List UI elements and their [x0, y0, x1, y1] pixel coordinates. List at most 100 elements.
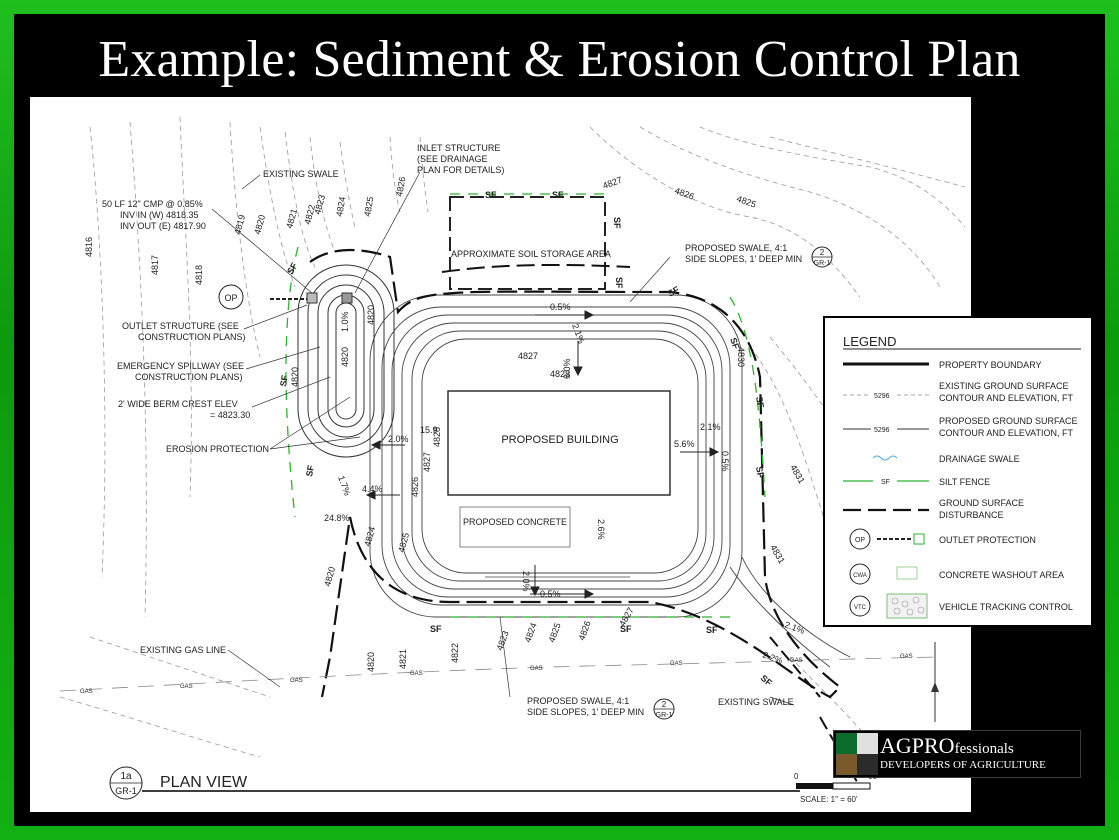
site-plan-drawing: PROPOSED BUILDING PROPOSED CONCRETE GAS …	[30, 97, 971, 812]
sf-label: SF	[754, 396, 766, 410]
sf-label: SF	[614, 277, 624, 289]
plan-view-title: 1a GR-1 PLAN VIEW	[109, 766, 800, 800]
slope-label: 5.6%	[674, 439, 695, 449]
proposed-concrete	[459, 506, 571, 548]
swale-top-label-1: PROPOSED SWALE, 4:1	[685, 243, 787, 253]
agprofessionals-logo: AGPROfessionals DEVELOPERS OF AGRICULTUR…	[833, 730, 1081, 778]
erosion-label: EROSION PROTECTION	[166, 444, 269, 454]
contour-label: 4821	[284, 208, 299, 230]
logo-tagline: DEVELOPERS OF AGRICULTURE	[880, 759, 1046, 771]
legend-code: OP	[855, 537, 865, 544]
sf-label: SF	[620, 624, 632, 634]
inlet-label-2: (SEE DRAINAGE	[417, 154, 488, 164]
pipe-label-3: INV OUT (E) 4817.90	[120, 221, 206, 231]
logo-square	[857, 754, 878, 775]
contour-label: 4821	[398, 649, 408, 669]
legend-code: SF	[881, 479, 890, 486]
gas-label: GAS	[290, 678, 303, 684]
slope-label: 2.0%	[388, 434, 409, 444]
contour-label: 4824	[334, 196, 347, 217]
sf-label: SF	[706, 625, 718, 635]
gas-line	[59, 656, 941, 692]
inlet-label-3: PLAN FOR DETAILS)	[417, 165, 504, 175]
swale-bottom-label-1: PROPOSED SWALE, 4:1	[527, 696, 629, 706]
contour-label: 4827	[422, 452, 432, 472]
outlet-label-2: CONSTRUCTION PLANS)	[138, 332, 246, 342]
legend-label: DRAINAGE SWALE	[939, 454, 1020, 464]
logo-brand-rest: fessionals	[954, 741, 1014, 757]
swale-top-label-2: SIDE SLOPES, 1' DEEP MIN	[685, 254, 802, 264]
berm-label-2: = 4823.30	[210, 410, 250, 420]
slope-label: 1.0%	[340, 311, 350, 332]
detail-tag-bottom: 2 GR-1	[653, 698, 675, 720]
detention-pond	[297, 264, 395, 458]
legend-code: 5296	[874, 393, 890, 400]
contour-label: 4825	[396, 532, 411, 554]
contour-label: 4825	[362, 196, 375, 217]
outlet-label-1: OUTLET STRUCTURE (SEE	[122, 321, 239, 331]
slope-label: 2.2%	[761, 649, 784, 665]
north-arrow-icon	[931, 642, 939, 722]
sf-label: SF	[754, 466, 766, 480]
contour-label: 4828	[550, 369, 570, 379]
spillway-label-2: CONSTRUCTION PLANS)	[135, 372, 243, 382]
callouts: EXISTING SWALE INLET STRUCTURE (SEE DRAI…	[102, 143, 802, 717]
pipe-label-1: 50 LF 12" CMP @ 0.85%	[102, 199, 203, 209]
contour-label: 4824	[362, 526, 377, 548]
detail-sheet: GR-1	[814, 260, 831, 267]
swale-bottom-label-2: SIDE SLOPES, 1' DEEP MIN	[527, 707, 644, 717]
contour-label: 4831	[788, 463, 807, 485]
sf-label: SF	[759, 673, 775, 688]
contour-label: 4830	[736, 347, 746, 367]
scale-zero: 0	[794, 772, 799, 781]
gas-line-label: EXISTING GAS LINE	[140, 645, 226, 655]
contour-label: 4826	[673, 185, 695, 201]
contour-label: 4820	[366, 305, 376, 325]
legend-label: OUTLET PROTECTION	[939, 535, 1036, 545]
gas-label: GAS	[530, 666, 543, 672]
slope-label: 1.7%	[336, 474, 352, 497]
logo-brand-caps: AGPRO	[880, 733, 955, 758]
detail-sheet: GR-1	[656, 712, 673, 719]
contour-label: 4819	[232, 214, 247, 236]
logo-wordmark: AGPROfessionals	[880, 734, 1014, 761]
legend-code: 5296	[874, 427, 890, 434]
legend-title: LEGEND	[843, 334, 896, 349]
plan-view-sheet: GR-1	[115, 786, 137, 796]
gas-label: GAS	[900, 654, 913, 660]
site-plan-svg: PROPOSED BUILDING PROPOSED CONCRETE GAS …	[59, 116, 966, 804]
proposed-building	[447, 390, 671, 496]
detail-tag-top: 2 GR-1	[811, 246, 833, 268]
legend-label: CONCRETE WASHOUT AREA	[939, 570, 1064, 580]
contour-label: 4826	[394, 176, 407, 197]
contour-label: 4827	[518, 351, 538, 361]
sf-label: SF	[430, 624, 442, 634]
slope-label: 2.6%	[596, 519, 606, 540]
slope-label: 0.5%	[550, 302, 571, 312]
proposed-concrete-label: PROPOSED CONCRETE	[463, 517, 567, 527]
legend-label: PROPOSED GROUND SURFACE	[939, 416, 1078, 426]
contour-label: 4820	[322, 566, 337, 588]
legend-label: GROUND SURFACE	[939, 498, 1024, 508]
detail-number: 2	[662, 700, 667, 709]
slide-title: Example: Sediment & Erosion Control Plan	[98, 31, 1021, 88]
proposed-contours	[369, 294, 851, 668]
legend-code: VTC	[854, 605, 867, 611]
gas-labels: GAS GAS GAS GAS GAS GAS GAS GAS	[80, 654, 913, 695]
contour-label: 4827	[601, 175, 623, 191]
scale-label: SCALE: 1" = 60'	[800, 795, 858, 804]
gas-label: GAS	[180, 684, 193, 690]
sf-label: SF	[304, 464, 316, 478]
logo-square	[857, 733, 878, 754]
detail-number: 2	[820, 248, 825, 257]
silt-fence-tags: SF SF SF SF SF SF SF SF SF SF SF SF SF S…	[278, 190, 774, 688]
contour-label: 4831	[768, 543, 787, 565]
contour-label: 4820	[290, 367, 300, 387]
existing-swale-top-label: EXISTING SWALE	[263, 169, 339, 179]
contour-label: 4823	[494, 629, 510, 651]
logo-square	[836, 754, 857, 775]
legend-label: CONTOUR AND ELEVATION, FT	[939, 428, 1074, 438]
soil-storage-label: APPROXIMATE SOIL STORAGE AREA	[451, 249, 611, 259]
slope-label: 15.9	[420, 425, 438, 435]
slope-label: 6.0%	[562, 358, 572, 379]
